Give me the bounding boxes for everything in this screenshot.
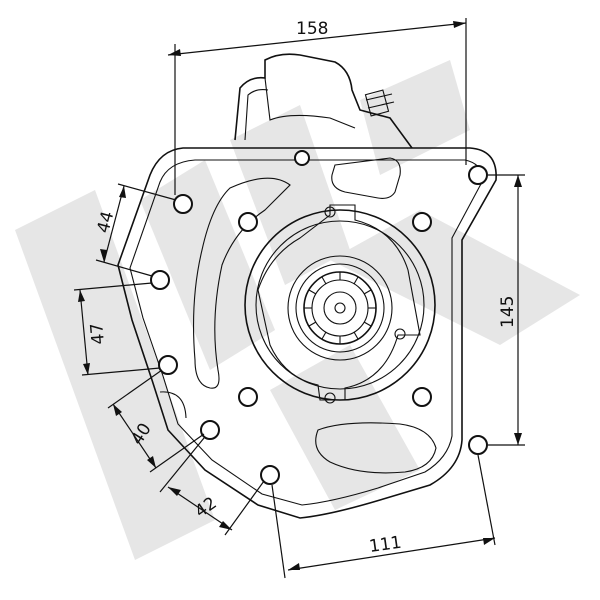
mounting-hole bbox=[158, 355, 178, 375]
mounting-hole bbox=[468, 165, 488, 185]
mounting-holes bbox=[150, 165, 488, 485]
dimension-left-47: 47 bbox=[73, 282, 161, 376]
mounting-hole bbox=[468, 435, 488, 455]
dim-label-47: 47 bbox=[87, 322, 109, 345]
mounting-hole bbox=[173, 194, 193, 214]
spline-teeth bbox=[304, 272, 376, 344]
bottom-slot bbox=[315, 422, 437, 474]
dim-label-44: 44 bbox=[94, 209, 119, 235]
dim-label-111: 111 bbox=[368, 533, 403, 557]
central-bearing bbox=[244, 204, 436, 404]
left-slot bbox=[192, 177, 291, 389]
watermark-logo bbox=[15, 60, 580, 560]
dimension-right: 145 bbox=[488, 174, 525, 446]
dim-label-158: 158 bbox=[296, 19, 328, 39]
dimension-top: 158 bbox=[167, 18, 467, 195]
top-slot bbox=[331, 157, 401, 199]
mounting-hole bbox=[260, 465, 280, 485]
top-boss bbox=[234, 53, 413, 149]
mounting-hole bbox=[150, 270, 170, 290]
mounting-hole bbox=[200, 420, 220, 440]
dim-label-145: 145 bbox=[498, 296, 518, 328]
dimension-left-44: 44 bbox=[94, 183, 177, 277]
inner-holes bbox=[238, 150, 432, 407]
dimension-bottom: 111 bbox=[271, 454, 496, 579]
